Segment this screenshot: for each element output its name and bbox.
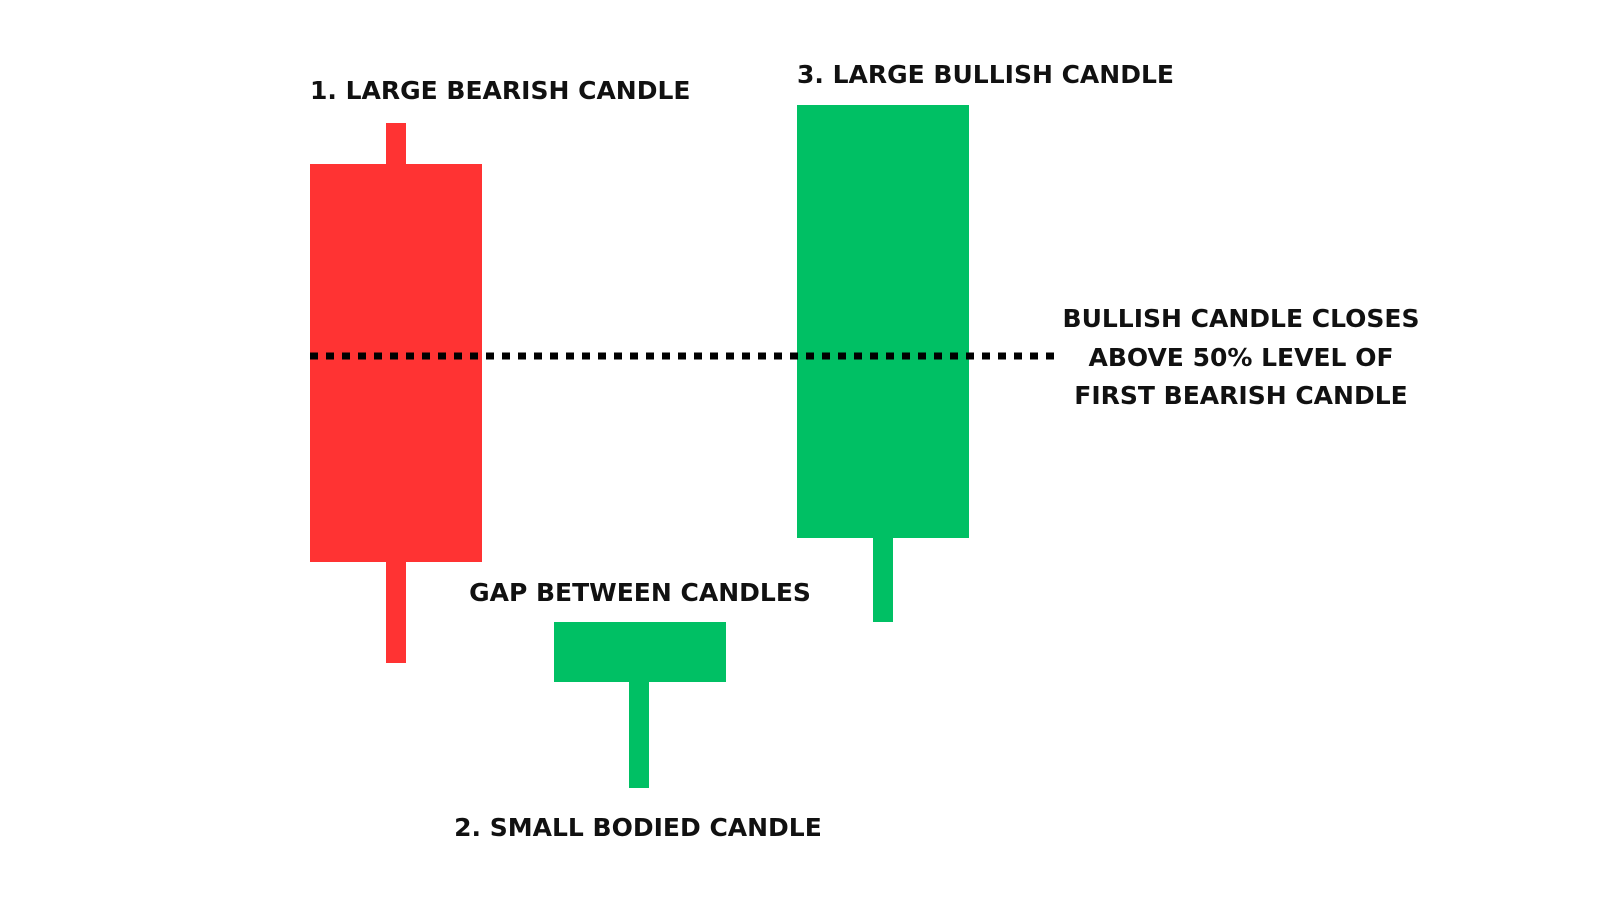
annotation-closes-above-fifty: BULLISH CANDLE CLOSES ABOVE 50% LEVEL OF… — [1063, 304, 1420, 410]
annotation-line-1: BULLISH CANDLE CLOSES — [1063, 304, 1420, 333]
label-gap-between-candles: GAP BETWEEN CANDLES — [469, 578, 811, 607]
small-candle-body — [554, 622, 726, 682]
bullish-candle-lower-wick — [873, 537, 893, 622]
bearish-candle — [310, 123, 482, 663]
small-bodied-candle — [554, 622, 726, 788]
small-candle-lower-wick — [629, 681, 649, 788]
annotation-line-3: FIRST BEARISH CANDLE — [1074, 381, 1407, 410]
bearish-candle-lower-wick — [386, 561, 406, 663]
annotation-line-2: ABOVE 50% LEVEL OF — [1088, 343, 1393, 372]
bearish-candle-body — [310, 164, 482, 562]
bullish-candle — [797, 105, 969, 622]
label-large-bearish-candle: 1. LARGE BEARISH CANDLE — [310, 76, 690, 105]
label-large-bullish-candle: 3. LARGE BULLISH CANDLE — [797, 60, 1174, 89]
bearish-candle-upper-wick — [386, 123, 406, 165]
label-small-bodied-candle: 2. SMALL BODIED CANDLE — [454, 813, 822, 842]
bullish-candle-body — [797, 105, 969, 538]
